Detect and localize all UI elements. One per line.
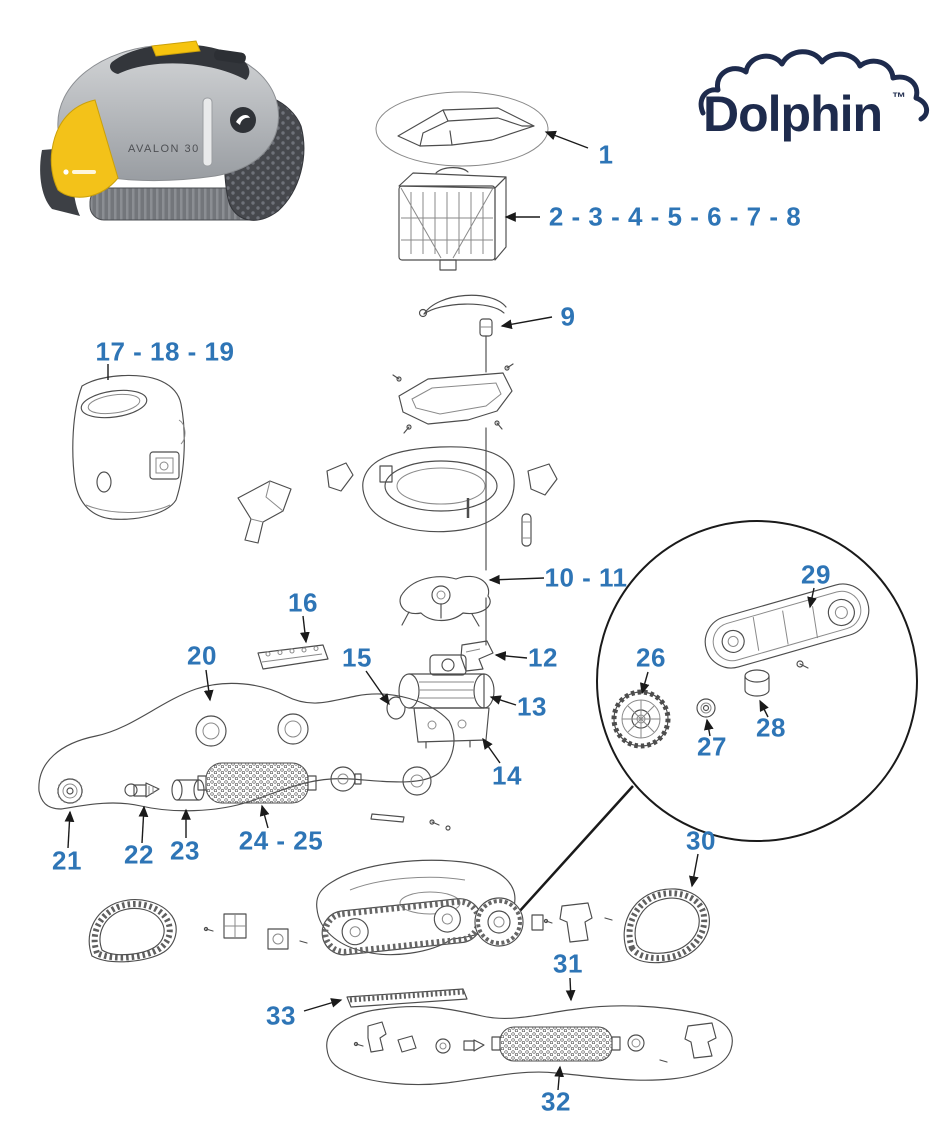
callout-part-17-19: 17 - 18 - 19	[95, 336, 235, 367]
bracket-left-drawing	[237, 480, 292, 544]
callout-part-15: 15	[342, 642, 372, 673]
bracket-small-left-drawing	[326, 462, 354, 492]
clip-drawing	[460, 640, 494, 672]
callout-part-31: 31	[553, 948, 583, 979]
axle-parts-drawing	[57, 766, 432, 804]
callout-part-32: 32	[541, 1086, 571, 1117]
cover-plate-drawing	[375, 91, 549, 167]
callout-part-33: 33	[266, 1000, 296, 1031]
yellow-sticker	[151, 40, 201, 57]
track-body-drawing	[203, 859, 613, 956]
callout-part-29: 29	[801, 559, 831, 590]
dolphin-badge-icon	[230, 107, 256, 133]
product-photo: AVALON 30	[40, 40, 305, 221]
impeller-guard-drawing	[399, 575, 491, 627]
rail-strip-drawing	[257, 644, 329, 670]
callout-part-10-11: 10 - 11	[544, 562, 628, 593]
callout-part-28: 28	[756, 712, 786, 743]
callout-part-26: 26	[636, 642, 666, 673]
callout-part-9: 9	[560, 301, 576, 332]
callout-part-30: 30	[686, 825, 716, 856]
track-belt-right-drawing	[623, 888, 710, 964]
nut-drawing	[696, 698, 716, 718]
side-panel-drawing	[72, 374, 186, 520]
callout-part-12: 12	[528, 642, 558, 673]
callout-part-20: 20	[187, 640, 217, 671]
callout-part-27: 27	[697, 731, 727, 762]
callout-part-14: 14	[492, 760, 522, 791]
model-label: AVALON 30	[128, 143, 200, 155]
top-cover-drawing	[392, 363, 514, 434]
callout-part-23: 23	[170, 835, 200, 866]
brush-roller-drawing	[197, 762, 317, 804]
pin-drawing	[521, 513, 532, 547]
callout-part-2-8: 2 - 3 - 4 - 5 - 6 - 7 - 8	[548, 201, 802, 232]
logo-trademark: ™	[892, 89, 906, 105]
bracket-small-right-drawing	[527, 463, 558, 496]
detail-circle-drawing	[507, 520, 918, 925]
callout-part-1: 1	[598, 139, 614, 170]
bottom-brush-drawing	[499, 1026, 613, 1062]
callout-part-21: 21	[52, 845, 82, 876]
pump-motor-drawing	[386, 654, 495, 749]
logo-wordmark: Dolphin	[703, 86, 882, 142]
callout-part-16: 16	[288, 587, 318, 618]
track-belt-left-drawing	[88, 899, 177, 963]
bushing-drawing	[744, 669, 770, 697]
callout-part-24-25: 24 - 25	[238, 825, 324, 856]
brand-logo: Dolphin ™	[698, 49, 930, 142]
callout-part-13: 13	[517, 691, 547, 722]
handle-float-drawing	[418, 294, 507, 646]
filter-basket-drawing	[398, 167, 507, 271]
body-shell-drawing	[362, 446, 515, 533]
callout-part-22: 22	[124, 839, 154, 870]
gear-drawing	[611, 689, 671, 749]
leader-lines	[64, 130, 817, 1091]
bottom-plate-drawing	[326, 1005, 733, 1086]
track-arm-drawing	[704, 583, 870, 669]
tooth-strip-drawing	[346, 988, 468, 1008]
